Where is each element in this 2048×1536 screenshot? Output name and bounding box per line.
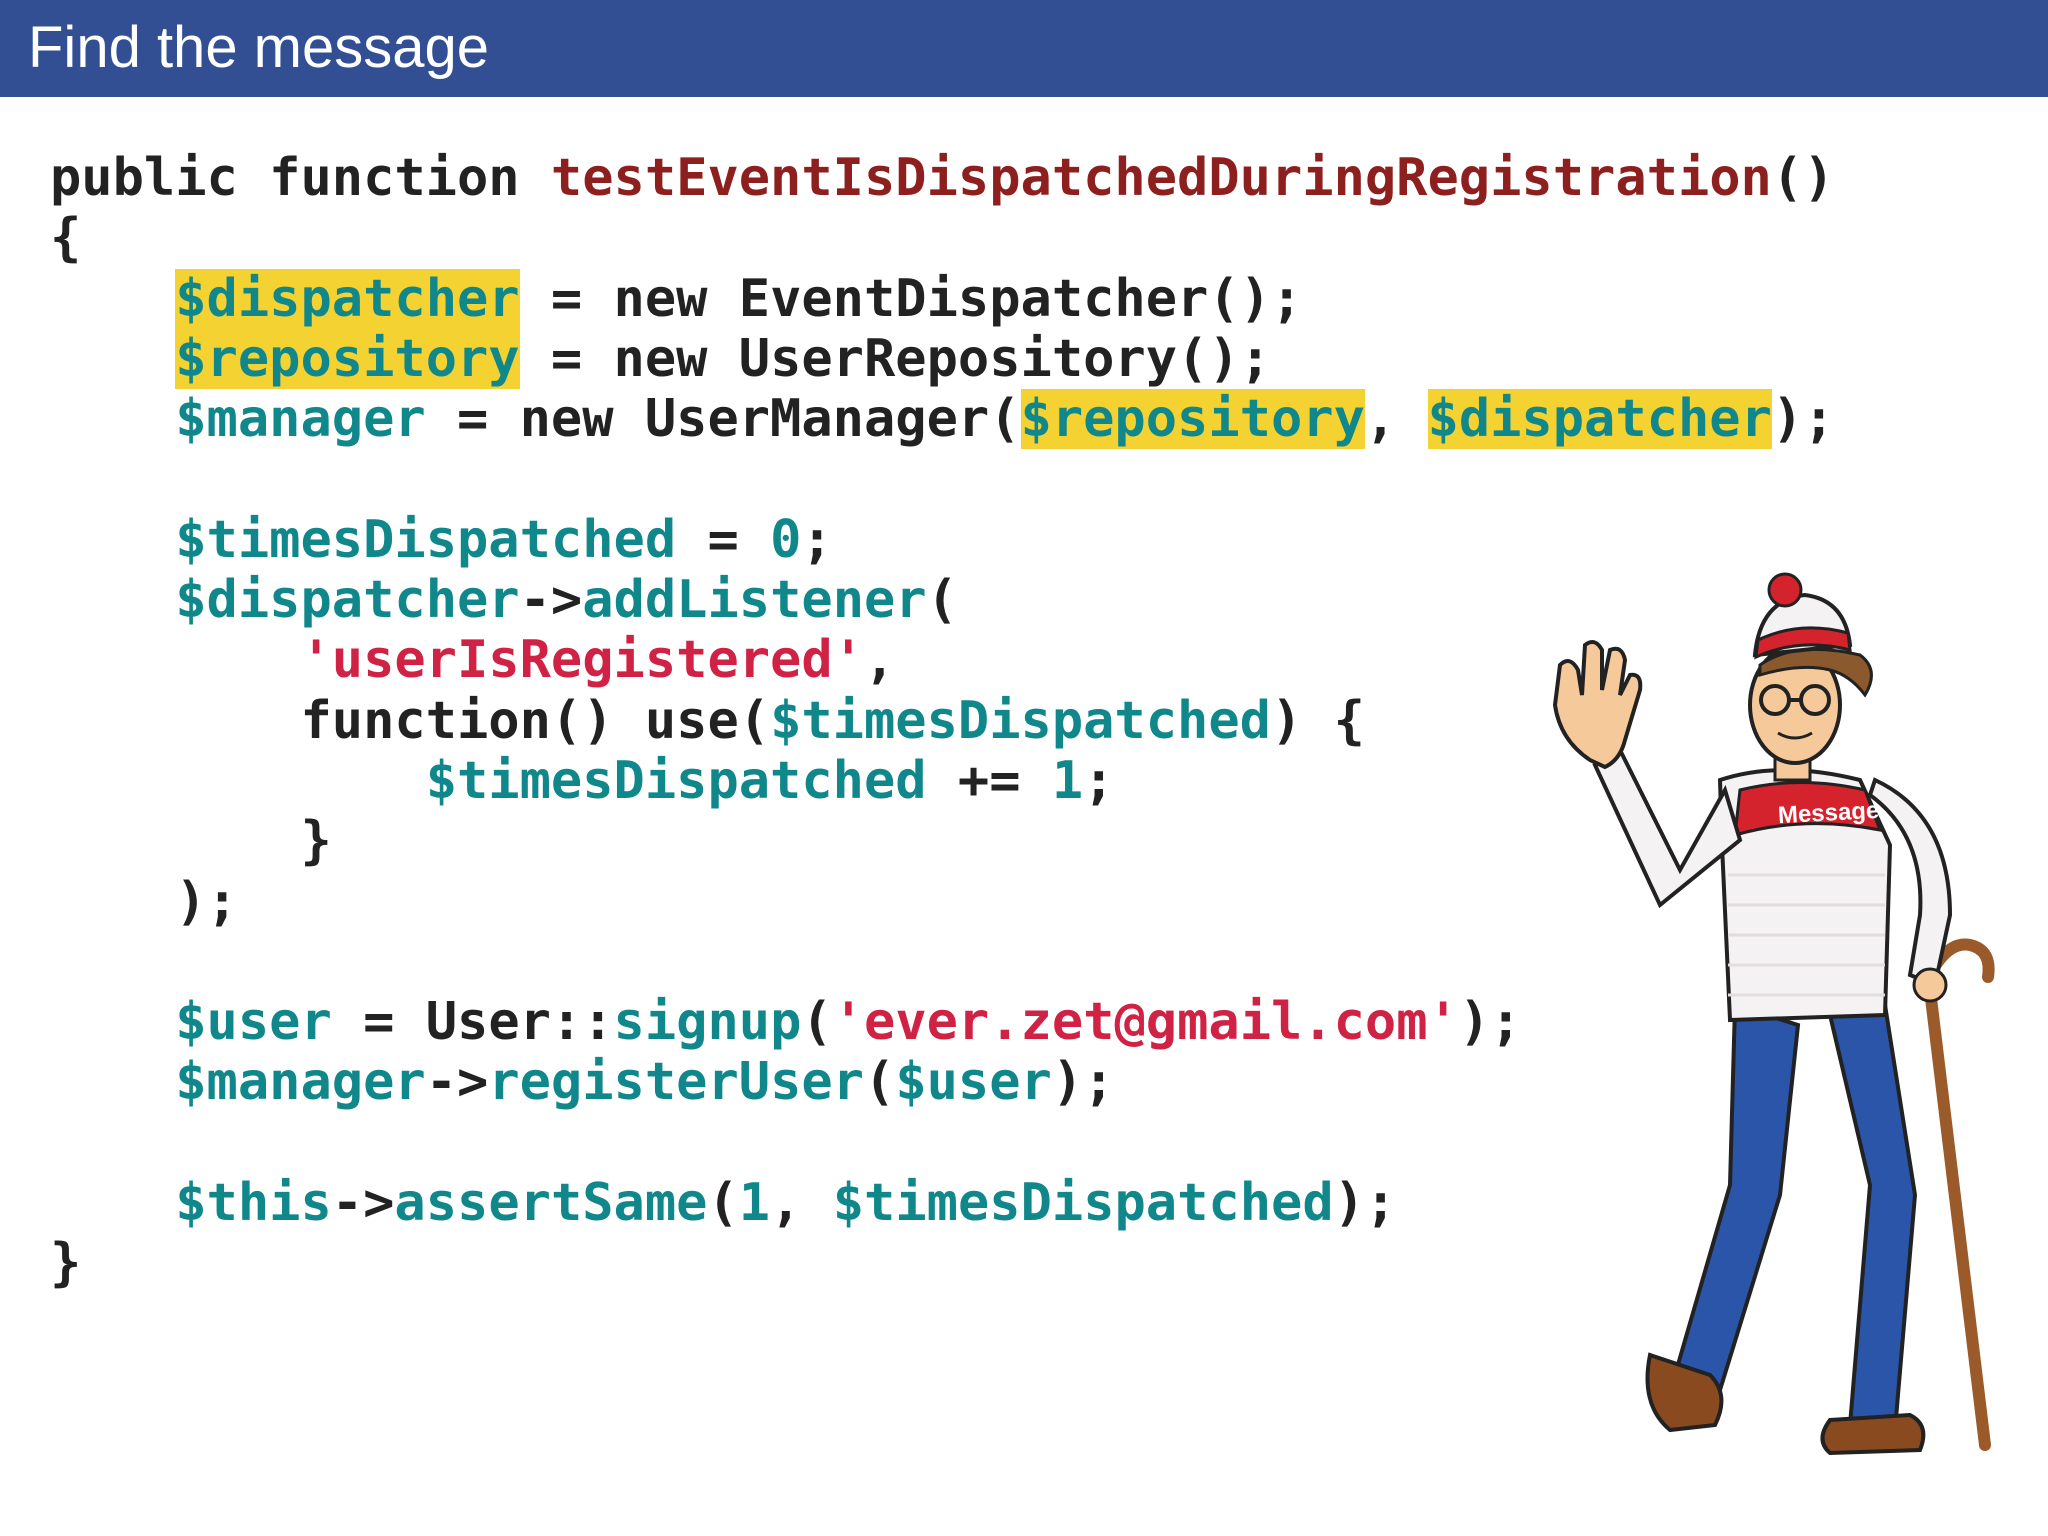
- code-token: function() use(: [300, 690, 771, 751]
- code-line: $manager = new UserManager($repository, …: [50, 389, 1835, 450]
- code-token: {: [50, 208, 82, 269]
- waldo-character-icon: Message: [1552, 572, 1995, 1456]
- code-line: }: [50, 811, 1835, 871]
- code-line: $user = User::signup('ever.zet@gmail.com…: [50, 992, 1835, 1052]
- code-line: $this->assertSame(1, $timesDispatched);: [50, 1173, 1835, 1233]
- code-token: ->: [519, 570, 583, 631]
- code-token: $user: [175, 992, 332, 1053]
- code-token: ) {: [1270, 690, 1365, 751]
- code-line: );: [50, 872, 1835, 932]
- code-token: registerUser: [488, 1052, 864, 1113]
- code-token: );: [175, 871, 238, 932]
- code-token: 'ever.zet@gmail.com': [832, 992, 1459, 1053]
- code-line: $dispatcher->addListener(: [50, 570, 1835, 630]
- code-line: [50, 449, 1835, 509]
- code-token: ->: [425, 1052, 489, 1113]
- code-token: testEventIsDispatchedDuringRegistration: [550, 148, 1772, 208]
- code-token: [50, 329, 175, 389]
- code-token: ;: [801, 509, 833, 570]
- code-line: $repository = new UserRepository();: [50, 328, 1835, 389]
- code-token: [50, 872, 175, 932]
- code-token: $timesDispatched: [425, 750, 927, 811]
- code-token: 'userIsRegistered': [300, 630, 864, 691]
- code-token: $manager: [175, 389, 426, 450]
- code-line: $manager->registerUser($user);: [50, 1052, 1835, 1112]
- code-token: [50, 510, 175, 570]
- code-token: (): [1771, 148, 1835, 208]
- highlighted-token: $repository: [1020, 389, 1365, 450]
- code-token: [50, 269, 175, 329]
- code-token: (: [864, 1052, 896, 1113]
- code-line: $dispatcher = new EventDispatcher();: [50, 268, 1835, 329]
- code-token: [50, 630, 300, 690]
- code-token: 1: [1051, 750, 1084, 811]
- slide-title: Find the message: [28, 15, 490, 80]
- code-line: $timesDispatched += 1;: [50, 751, 1835, 811]
- code-token: [50, 811, 300, 871]
- code-token: [50, 992, 175, 1052]
- code-token: signup: [613, 992, 802, 1053]
- code-token: $timesDispatched: [832, 1173, 1334, 1234]
- highlighted-token: $repository: [175, 328, 520, 389]
- code-line: public function testEventIsDispatchedDur…: [50, 148, 1835, 208]
- code-line: 'userIsRegistered',: [50, 630, 1835, 690]
- code-token: $manager: [175, 1052, 426, 1113]
- code-token: [50, 570, 175, 630]
- code-token: [50, 751, 426, 811]
- code-token: assertSame: [394, 1173, 708, 1234]
- code-token: [50, 389, 175, 449]
- code-token: = new UserManager(: [425, 389, 1021, 450]
- code-token: $timesDispatched: [770, 690, 1271, 751]
- highlighted-token: $dispatcher: [1427, 389, 1772, 450]
- code-token: 0: [770, 509, 802, 570]
- code-line: function() use($timesDispatched) {: [50, 691, 1835, 751]
- code-token: $dispatcher: [175, 570, 520, 631]
- code-token: ,: [863, 630, 896, 691]
- code-token: ;: [1083, 750, 1115, 811]
- code-token: }: [50, 1233, 82, 1294]
- code-token: [50, 691, 300, 751]
- code-line: {: [50, 208, 1835, 268]
- code-block: public function testEventIsDispatchedDur…: [50, 148, 1835, 1294]
- code-line: }: [50, 1233, 1835, 1293]
- code-token: = new EventDispatcher();: [519, 268, 1303, 329]
- highlighted-token: $dispatcher: [175, 268, 520, 329]
- code-token: ,: [770, 1173, 833, 1234]
- code-token: $this: [175, 1173, 332, 1234]
- code-token: = User::: [331, 992, 614, 1053]
- code-token: );: [1051, 1052, 1115, 1113]
- code-token: [50, 1052, 175, 1112]
- code-token: );: [1333, 1173, 1397, 1234]
- code-line: $timesDispatched = 0;: [50, 510, 1835, 570]
- code-token: public function: [50, 148, 551, 208]
- code-token: =: [676, 509, 771, 570]
- code-token: $timesDispatched: [175, 509, 677, 570]
- code-token: $user: [895, 1052, 1052, 1113]
- code-token: (: [926, 570, 958, 631]
- code-token: ,: [1364, 389, 1428, 450]
- code-token: 1: [738, 1173, 771, 1234]
- code-token: ->: [331, 1173, 395, 1234]
- code-token: +=: [926, 750, 1052, 811]
- title-bar: Find the message: [0, 0, 2048, 97]
- code-token: );: [1458, 992, 1522, 1053]
- code-token: addListener: [582, 570, 927, 631]
- code-token: (: [707, 1173, 739, 1234]
- code-token: = new UserRepository();: [519, 328, 1271, 389]
- code-token: );: [1771, 389, 1835, 450]
- code-token: (: [801, 992, 833, 1053]
- shirt-label: Message: [1777, 797, 1880, 829]
- code-token: [50, 1173, 175, 1233]
- code-token: }: [300, 811, 332, 872]
